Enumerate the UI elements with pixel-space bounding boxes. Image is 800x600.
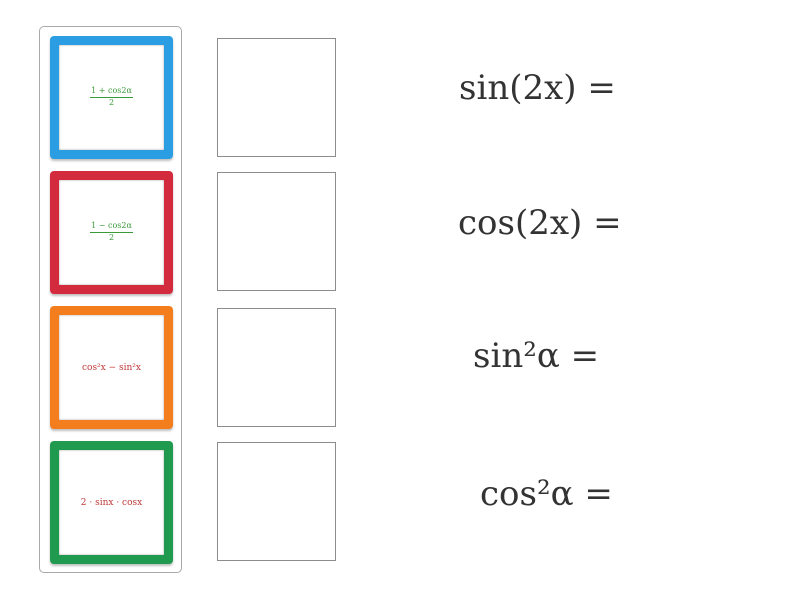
drop-slot-2[interactable]: [217, 172, 336, 291]
prompt-cos-squared-alpha: cos²α =: [480, 474, 613, 514]
fraction-denominator: 2: [108, 98, 115, 107]
answer-card-2[interactable]: 1 − cos2α 2: [50, 171, 173, 294]
drop-slot-4[interactable]: [217, 442, 336, 561]
answer-card-3[interactable]: cos²x − sin²x: [50, 306, 173, 429]
answer-card-face: 2 · sinx · cosx: [59, 450, 164, 555]
drop-slot-3[interactable]: [217, 308, 336, 427]
card-expression: cos²x − sin²x: [81, 362, 141, 373]
prompt-sin-2x: sin(2x) =: [459, 68, 616, 108]
fraction-numerator: 1 + cos2α: [90, 86, 133, 98]
fraction-expression: 1 + cos2α 2: [90, 86, 133, 108]
drop-slot-1[interactable]: [217, 38, 336, 157]
answer-card-face: cos²x − sin²x: [59, 315, 164, 420]
prompt-cos-2x: cos(2x) =: [458, 203, 622, 243]
card-expression: 2 · sinx · cosx: [80, 497, 143, 508]
fraction-expression: 1 − cos2α 2: [90, 221, 133, 243]
answer-card-face: 1 + cos2α 2: [59, 45, 164, 150]
answer-card-1[interactable]: 1 + cos2α 2: [50, 36, 173, 159]
prompt-sin-squared-alpha: sin²α =: [473, 336, 600, 376]
answer-card-face: 1 − cos2α 2: [59, 180, 164, 285]
fraction-numerator: 1 − cos2α: [90, 221, 133, 233]
answer-card-4[interactable]: 2 · sinx · cosx: [50, 441, 173, 564]
fraction-denominator: 2: [108, 233, 115, 242]
